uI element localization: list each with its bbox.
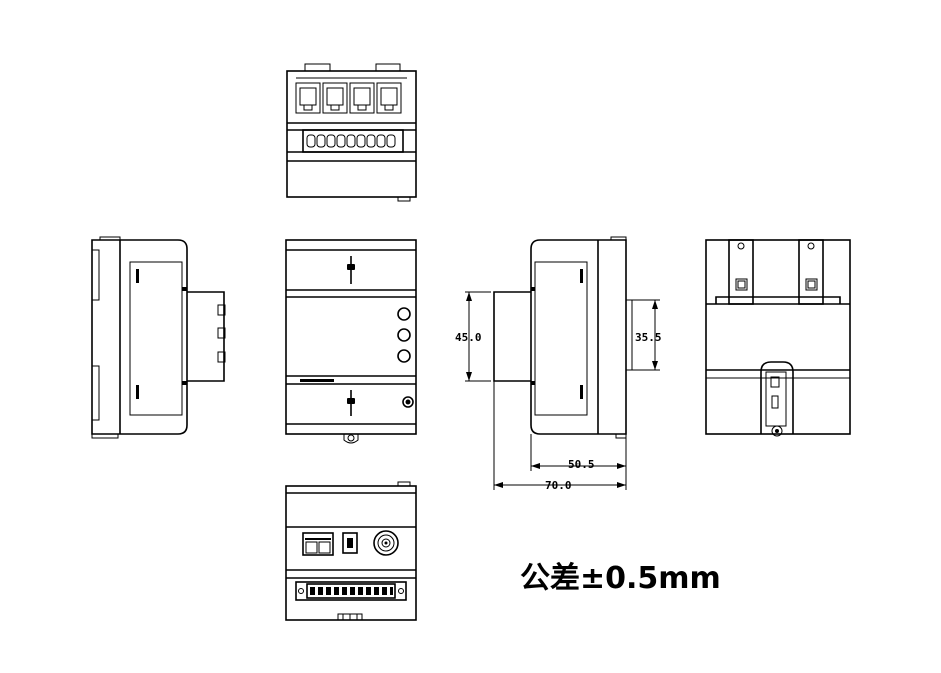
tolerance-note: 公差±0.5mm [520,561,721,596]
bottom-view [285,481,417,621]
dim-depth-body: 50.5 [568,458,595,471]
rear-view [705,239,851,437]
aux-port [342,532,358,554]
mounting-slot-top [347,256,355,284]
bottom-terminal-strip [295,581,407,601]
dim-height-front: 45.0 [455,331,482,344]
dim-height-rear: 35.5 [635,331,662,344]
front-view [285,239,417,444]
antenna-connector [373,530,399,556]
din-rail-latch [760,361,794,437]
dimension-lines [465,291,660,490]
left-side-view [91,236,226,439]
indicator-lamp-1 [397,307,411,321]
indicator-lamp-3 [397,349,411,363]
right-side-view [493,236,633,439]
indicator-lamp-2 [397,328,411,342]
reset-screw [402,396,414,408]
top-view [286,63,417,202]
top-terminal-strip [302,129,404,153]
mounting-slot-bottom [347,390,355,416]
power-connector [302,532,334,556]
dim-depth-overall: 70.0 [545,479,572,492]
rj45-ports [295,82,402,114]
